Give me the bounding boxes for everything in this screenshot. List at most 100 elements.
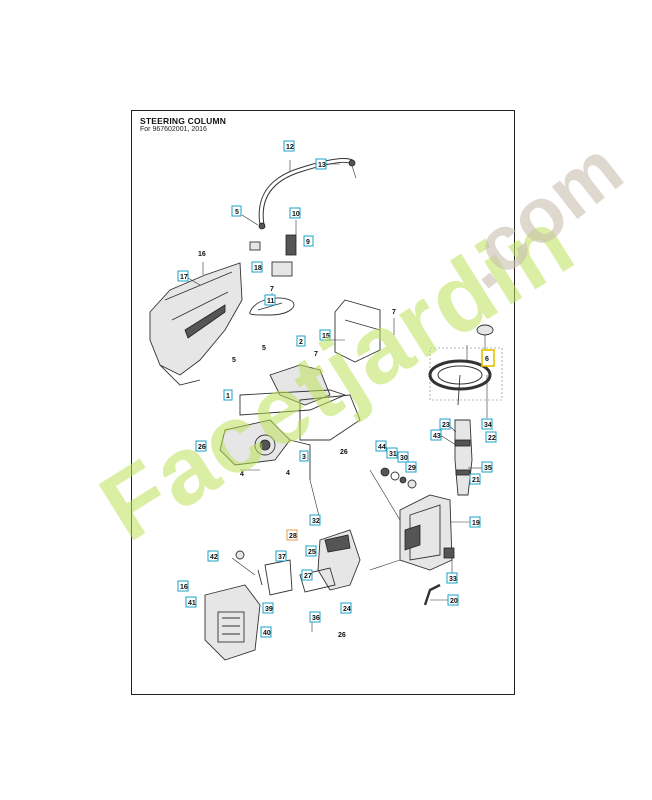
callout-36: 36 xyxy=(309,611,321,623)
callout-17-label: 17 xyxy=(180,274,188,281)
callout-18: 18 xyxy=(251,261,263,273)
callout-32: 32 xyxy=(309,514,321,526)
callout-31: 31 xyxy=(386,447,398,459)
callout-5a-label: 5 xyxy=(235,209,239,216)
callout-37: 37 xyxy=(275,550,287,562)
side-panel xyxy=(149,262,243,386)
callout-30: 30 xyxy=(397,451,409,463)
upper-rod xyxy=(258,157,357,230)
callout-2-label: 2 xyxy=(299,339,303,346)
callout-10: 10 xyxy=(289,207,301,219)
callout-35: 35 xyxy=(481,461,493,473)
callout-3: 3 xyxy=(299,450,309,462)
callout-21-label: 21 xyxy=(472,477,480,484)
callout-13: 13 xyxy=(315,158,327,170)
callout-4b-label: 4 xyxy=(286,470,290,477)
callout-19-label: 19 xyxy=(472,520,480,527)
callout-13-label: 13 xyxy=(318,162,326,169)
callout-10-label: 10 xyxy=(292,211,300,218)
callout-26b: 26 xyxy=(340,449,348,456)
steering-column-shaft xyxy=(454,419,473,496)
callout-27-label: 27 xyxy=(304,573,312,580)
callout-2: 2 xyxy=(296,335,306,347)
callout-37-label: 37 xyxy=(278,554,286,561)
callout-40: 40 xyxy=(260,626,272,638)
callout-42-label: 42 xyxy=(210,554,218,561)
callout-44: 44 xyxy=(375,440,387,452)
callout-33: 33 xyxy=(446,572,458,584)
callout-7b-label: 7 xyxy=(392,309,396,316)
clip-assembly xyxy=(249,234,297,277)
central-frame xyxy=(219,364,361,480)
callout-25: 25 xyxy=(305,545,317,557)
callout-7c-label: 7 xyxy=(314,351,318,358)
callout-22: 22 xyxy=(485,431,497,443)
callout-19: 19 xyxy=(469,516,481,528)
callout-28-label: 28 xyxy=(289,533,297,540)
callout-26b-label: 26 xyxy=(340,449,348,456)
callout-32-label: 32 xyxy=(312,518,320,525)
diagram-frame xyxy=(131,110,515,695)
callout-43: 43 xyxy=(430,429,442,441)
callout-17: 17 xyxy=(177,270,189,282)
callout-34-label: 34 xyxy=(484,422,492,429)
callout-39-label: 39 xyxy=(265,606,273,613)
callout-16b-label: 16 xyxy=(180,584,188,591)
callout-7c: 7 xyxy=(314,351,318,358)
callout-18-label: 18 xyxy=(254,265,262,272)
callout-15-label: 15 xyxy=(322,333,330,340)
callout-5b: 5 xyxy=(262,345,266,352)
callout-11: 11 xyxy=(264,294,276,306)
callout-1-label: 1 xyxy=(226,393,230,400)
callout-27: 27 xyxy=(301,569,313,581)
callout-7b: 7 xyxy=(392,309,396,316)
callout-9-label: 9 xyxy=(306,239,310,246)
callout-7a-label: 7 xyxy=(270,286,274,293)
lower-bracket xyxy=(264,559,336,596)
callout-42: 42 xyxy=(207,550,219,562)
callout-23-label: 23 xyxy=(442,422,450,429)
callout-7a: 7 xyxy=(270,286,274,293)
callout-35-label: 35 xyxy=(484,465,492,472)
lower-cover xyxy=(317,529,361,591)
callout-4a-label: 4 xyxy=(240,471,244,478)
callout-26c: 26 xyxy=(338,632,346,639)
callout-4b: 4 xyxy=(286,470,290,477)
callout-15: 15 xyxy=(319,329,331,341)
callout-20-label: 20 xyxy=(450,598,458,605)
callout-40-label: 40 xyxy=(263,630,271,637)
callout-12-label: 12 xyxy=(286,144,294,151)
callout-29-label: 29 xyxy=(408,465,416,472)
callout-43-label: 43 xyxy=(433,433,441,440)
hardware-stack xyxy=(380,467,417,489)
upper-bracket-plate xyxy=(334,299,381,363)
diagram-subtitle: For 967602001, 2016 xyxy=(140,126,207,133)
callout-25-label: 25 xyxy=(308,549,316,556)
callout-6: 6 xyxy=(481,349,495,367)
callout-24: 24 xyxy=(340,602,352,614)
callout-1: 1 xyxy=(223,389,233,401)
callout-16b: 16 xyxy=(177,580,189,592)
callout-6-label: 6 xyxy=(485,356,489,363)
callout-23: 23 xyxy=(439,418,451,430)
callout-4a: 4 xyxy=(240,471,244,478)
callout-5c: 5 xyxy=(232,357,236,364)
callout-12: 12 xyxy=(283,140,295,152)
callout-34: 34 xyxy=(481,418,493,430)
small-parts xyxy=(235,547,455,606)
callout-26a: 26 xyxy=(195,440,207,452)
callout-41: 41 xyxy=(185,596,197,608)
callout-30-label: 30 xyxy=(400,455,408,462)
callout-29: 29 xyxy=(405,461,417,473)
column-housing xyxy=(399,494,453,571)
callout-22-label: 22 xyxy=(488,435,496,442)
dash-panel xyxy=(204,584,261,661)
callout-16a: 16 xyxy=(198,251,206,258)
callout-36-label: 36 xyxy=(312,615,320,622)
callout-41-label: 41 xyxy=(188,600,196,607)
callout-26a-label: 26 xyxy=(198,444,206,451)
callout-5b-label: 5 xyxy=(262,345,266,352)
callout-44-label: 44 xyxy=(378,444,386,451)
callout-5a: 5 xyxy=(231,205,242,217)
